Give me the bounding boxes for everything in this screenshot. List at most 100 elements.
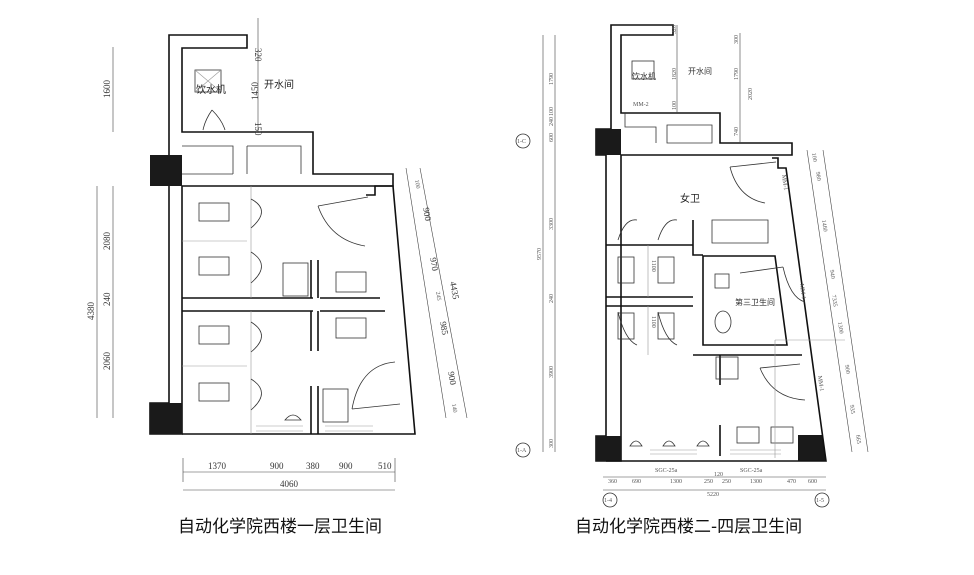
water-dispenser-icon bbox=[631, 60, 655, 80]
dispenser-label: 饮水机 bbox=[196, 83, 226, 96]
dimension-label: 980 bbox=[814, 171, 821, 181]
dimension-label: 1100 bbox=[650, 260, 656, 272]
plan-first-floor: 饮水机 开水间 1600 2080 240 2060 4380 320 14 bbox=[86, 18, 468, 491]
dimension-label: 4060 bbox=[280, 479, 299, 489]
dimension-label: 2080 bbox=[102, 232, 112, 251]
dimension-label: 900 bbox=[339, 461, 353, 471]
dimension-label: 1-5 bbox=[816, 498, 824, 504]
dimension-label: 935 bbox=[848, 404, 855, 414]
dimension-label: 100 bbox=[810, 152, 817, 162]
plan1-caption: 自动化学院西楼一层卫生间 bbox=[178, 517, 382, 537]
room-label-third-restroom: 第三卫生间 bbox=[735, 297, 775, 307]
dimension-label: 1300 bbox=[670, 479, 682, 485]
dimension-label: 900 bbox=[843, 364, 850, 374]
dimension-label: 1370 bbox=[208, 461, 227, 471]
dimension-label: 1600 bbox=[102, 80, 112, 99]
dimension-label: 740 bbox=[734, 127, 740, 136]
dimension-label: MM-1 bbox=[816, 375, 824, 391]
wash-basin-icon bbox=[736, 426, 760, 444]
dimension-label: 300 bbox=[549, 439, 555, 448]
dimension-label: 970 bbox=[428, 257, 440, 273]
dimension-label: 100 bbox=[413, 179, 420, 189]
dimension-label: 150 bbox=[253, 122, 263, 136]
water-room-label: 开水间 bbox=[264, 78, 294, 91]
dimension-label: 940 bbox=[828, 269, 835, 279]
dimension-label: 7335 bbox=[830, 294, 838, 307]
dimension-label: 1-A bbox=[517, 448, 527, 454]
dimension-label: 250 bbox=[722, 479, 731, 485]
door-swing-icon bbox=[202, 109, 226, 131]
exterior-wall bbox=[182, 185, 416, 435]
toilet-icon bbox=[714, 310, 732, 334]
urinal-icon bbox=[284, 414, 302, 421]
dimension-label: 240 bbox=[549, 294, 555, 303]
water-dispenser-icon bbox=[194, 69, 222, 93]
dimension-label: 1460 bbox=[820, 219, 828, 232]
structural-column bbox=[150, 155, 182, 186]
dimension-label: 2060 bbox=[102, 352, 112, 371]
partition-wall bbox=[606, 220, 802, 456]
dimension-label: 600 bbox=[549, 133, 555, 142]
dispenser-label: 饮水机 bbox=[632, 71, 656, 81]
structural-column bbox=[150, 403, 182, 434]
dimension-label: 1820 bbox=[672, 68, 678, 80]
dimension-label: 250 bbox=[704, 479, 713, 485]
axis-bubbles: 1-C 1-A 1-4 1-5 bbox=[515, 133, 830, 508]
dimension-label: 9570 bbox=[537, 248, 543, 260]
dimension-label: 4380 bbox=[86, 302, 96, 321]
dimension-label: 900 bbox=[446, 371, 458, 387]
exterior-wall bbox=[606, 157, 827, 462]
dimension-label: 900 bbox=[421, 207, 433, 223]
dimension-label: 690 bbox=[632, 479, 641, 485]
wash-basin-icon bbox=[335, 271, 367, 293]
dimension-label: MM-1 bbox=[780, 174, 788, 190]
dimension-label: MM-1 bbox=[798, 283, 806, 299]
wash-basin-icon bbox=[335, 317, 367, 339]
dimension-label: 470 bbox=[787, 479, 796, 485]
dimension-label: 100 bbox=[672, 101, 678, 110]
dimension-label: 320 bbox=[253, 48, 263, 62]
dimension-label: 985 bbox=[438, 321, 450, 337]
dimension-label: 380 bbox=[306, 461, 320, 471]
structural-column bbox=[596, 436, 621, 461]
room-label-women: 女卫 bbox=[680, 192, 700, 205]
dimension-label: 1-4 bbox=[604, 498, 612, 504]
dimension-label: 1790 bbox=[549, 73, 555, 85]
dimension-label: 245 bbox=[434, 291, 441, 301]
wash-basin-icon bbox=[714, 273, 730, 289]
dimension-label: 3300 bbox=[549, 218, 555, 230]
dimension-label: 240 bbox=[549, 117, 555, 126]
dimension-label: 900 bbox=[270, 461, 284, 471]
stall-door-swing-icon bbox=[250, 198, 262, 411]
squat-toilet-icon bbox=[198, 202, 230, 402]
dimension-label: 320 bbox=[672, 25, 678, 34]
dimension-label: 100 bbox=[549, 107, 555, 116]
dimension-label: 1450 bbox=[250, 82, 260, 101]
dimension-label: 2020 bbox=[748, 88, 754, 100]
dimension-label: 1300 bbox=[750, 479, 762, 485]
dimension-label: 1100 bbox=[650, 316, 656, 328]
dimension-label: 665 bbox=[854, 434, 861, 444]
mop-sink-icon bbox=[282, 262, 309, 297]
structural-column bbox=[596, 129, 621, 155]
partition-wall bbox=[182, 297, 385, 312]
mop-sink-icon bbox=[715, 356, 739, 380]
wall bbox=[149, 34, 394, 435]
plan2-caption: 自动化学院西楼二-四层卫生间 bbox=[575, 517, 803, 537]
dimension-label: 5220 bbox=[707, 492, 719, 498]
dimension-label: 510 bbox=[378, 461, 392, 471]
wash-basin-icon bbox=[770, 426, 794, 444]
dimension-label: 240 bbox=[102, 292, 112, 306]
dimension-label: 600 bbox=[808, 479, 817, 485]
entry-door-swing-icon bbox=[317, 196, 401, 410]
structural-column bbox=[798, 435, 826, 461]
dimension-label: 360 bbox=[608, 479, 617, 485]
fixture-tag: SGC-25a bbox=[655, 468, 678, 474]
dimension-label: 3900 bbox=[549, 366, 555, 378]
wall-inner bbox=[182, 145, 302, 175]
dimension-label: 1-C bbox=[517, 139, 526, 145]
door-tag: MM-2 bbox=[633, 102, 649, 108]
dimension-label: 120 bbox=[714, 472, 723, 478]
dimension-label: 1790 bbox=[734, 68, 740, 80]
